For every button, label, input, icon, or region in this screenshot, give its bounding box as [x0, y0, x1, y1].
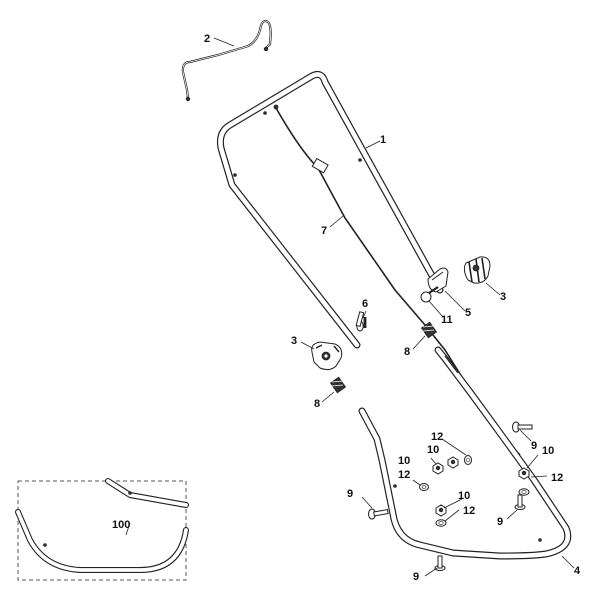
callout-6: 6 [362, 298, 368, 310]
callout-9: 9 [497, 516, 503, 528]
part-9-bolt-4 [434, 555, 446, 571]
callout-9: 9 [347, 488, 353, 500]
callout-3: 3 [291, 335, 297, 347]
part-11-bolt [420, 286, 439, 303]
leader-lines [125, 37, 575, 577]
callout-9: 9 [531, 440, 537, 452]
callout-10: 10 [398, 455, 410, 467]
part-12-washer-4 [435, 519, 447, 527]
callout-3: 3 [500, 291, 506, 303]
callout-8: 8 [404, 346, 410, 358]
part-3-knob-left [311, 341, 343, 371]
callout-100: 100 [112, 519, 130, 531]
callout-12: 12 [551, 472, 563, 484]
part-8-spring-upper [420, 321, 438, 339]
callout-11: 11 [441, 314, 453, 326]
part-10-nut-1 [447, 456, 459, 469]
callout-12: 12 [431, 431, 443, 443]
callout-8: 8 [314, 398, 320, 410]
callout-9: 9 [413, 571, 419, 583]
part-7-cable [273, 104, 521, 456]
part-12-washer-3 [518, 488, 530, 496]
callout-labels: 2 1 7 3 5 11 6 3 8 8 9 10 12 12 10 10 12… [112, 33, 581, 583]
part-100-inset [15, 478, 189, 581]
part-12-washer-1 [464, 455, 472, 465]
part-8-spring-lower [329, 376, 347, 394]
callout-5: 5 [465, 307, 471, 319]
part-9-bolt-1 [512, 421, 533, 433]
part-4-lower-handle [358, 346, 572, 560]
part-9-bolt-3 [514, 494, 526, 510]
callout-12: 12 [463, 505, 475, 517]
part-10-nut-2 [432, 462, 444, 475]
callout-7: 7 [321, 225, 327, 237]
part-2-bail-wire [181, 19, 272, 102]
part-5-cable-adjuster [427, 267, 449, 293]
callout-1: 1 [380, 134, 386, 146]
part-12-washer-2 [419, 483, 429, 491]
part-9-bolt-2 [368, 508, 389, 520]
part-1-upper-handle [216, 71, 444, 349]
callout-2: 2 [204, 33, 210, 45]
part-6-bolt [355, 311, 367, 332]
part-3-knob-right [463, 256, 491, 284]
part-10-nut-4 [435, 504, 447, 517]
callout-10: 10 [427, 444, 439, 456]
callout-4: 4 [574, 565, 581, 577]
part-10-nut-3 [518, 467, 530, 480]
callout-10: 10 [542, 445, 554, 457]
callout-10: 10 [458, 490, 470, 502]
callout-12: 12 [398, 469, 410, 481]
